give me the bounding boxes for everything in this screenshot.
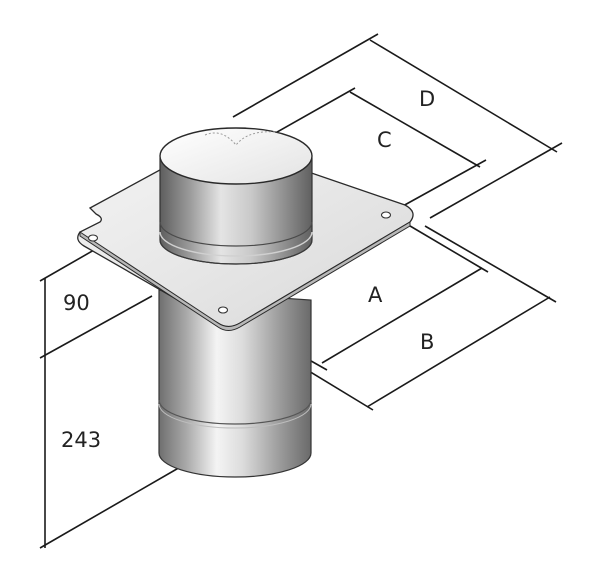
collar-top-opening bbox=[159, 127, 313, 185]
dim-c-line bbox=[349, 91, 481, 168]
lower-pipe-seam-shadow bbox=[158, 403, 312, 429]
label-d: D bbox=[419, 87, 435, 111]
plate-hole-front bbox=[217, 306, 229, 314]
lower-pipe-seam bbox=[158, 399, 312, 425]
dim-d-line bbox=[369, 39, 558, 153]
plate-hole-left bbox=[87, 234, 99, 242]
dimension-labels: D C A B 90 243 bbox=[61, 87, 435, 452]
collar-inner-line bbox=[204, 131, 276, 146]
dim-d-extension-lower bbox=[429, 142, 563, 219]
plate-edge-front bbox=[79, 221, 411, 331]
label-c: C bbox=[377, 128, 392, 152]
lower-pipe-body bbox=[158, 289, 312, 478]
dim-b-line bbox=[366, 296, 551, 408]
label-243: 243 bbox=[61, 428, 101, 452]
label-a: A bbox=[368, 283, 383, 307]
upper-collar bbox=[159, 127, 313, 265]
collar-ring-2 bbox=[159, 231, 313, 257]
label-90: 90 bbox=[63, 291, 90, 315]
label-b: B bbox=[420, 330, 434, 354]
dim-a-line bbox=[321, 267, 483, 364]
collar-ring-1 bbox=[159, 221, 313, 247]
dim-90-extension-bottom bbox=[39, 295, 153, 359]
dim-c-extension-upper bbox=[262, 87, 356, 141]
collar-ring-3 bbox=[159, 239, 313, 265]
dim-a-extension-upper bbox=[404, 222, 489, 273]
dim-b-extension-upper bbox=[424, 225, 557, 303]
dim-c-extension-lower bbox=[391, 159, 487, 213]
lower-pipe bbox=[158, 289, 312, 478]
dim-d-extension-upper bbox=[232, 33, 379, 118]
dim-243-extension-bottom bbox=[39, 465, 183, 549]
plate-hole-right bbox=[380, 211, 392, 219]
